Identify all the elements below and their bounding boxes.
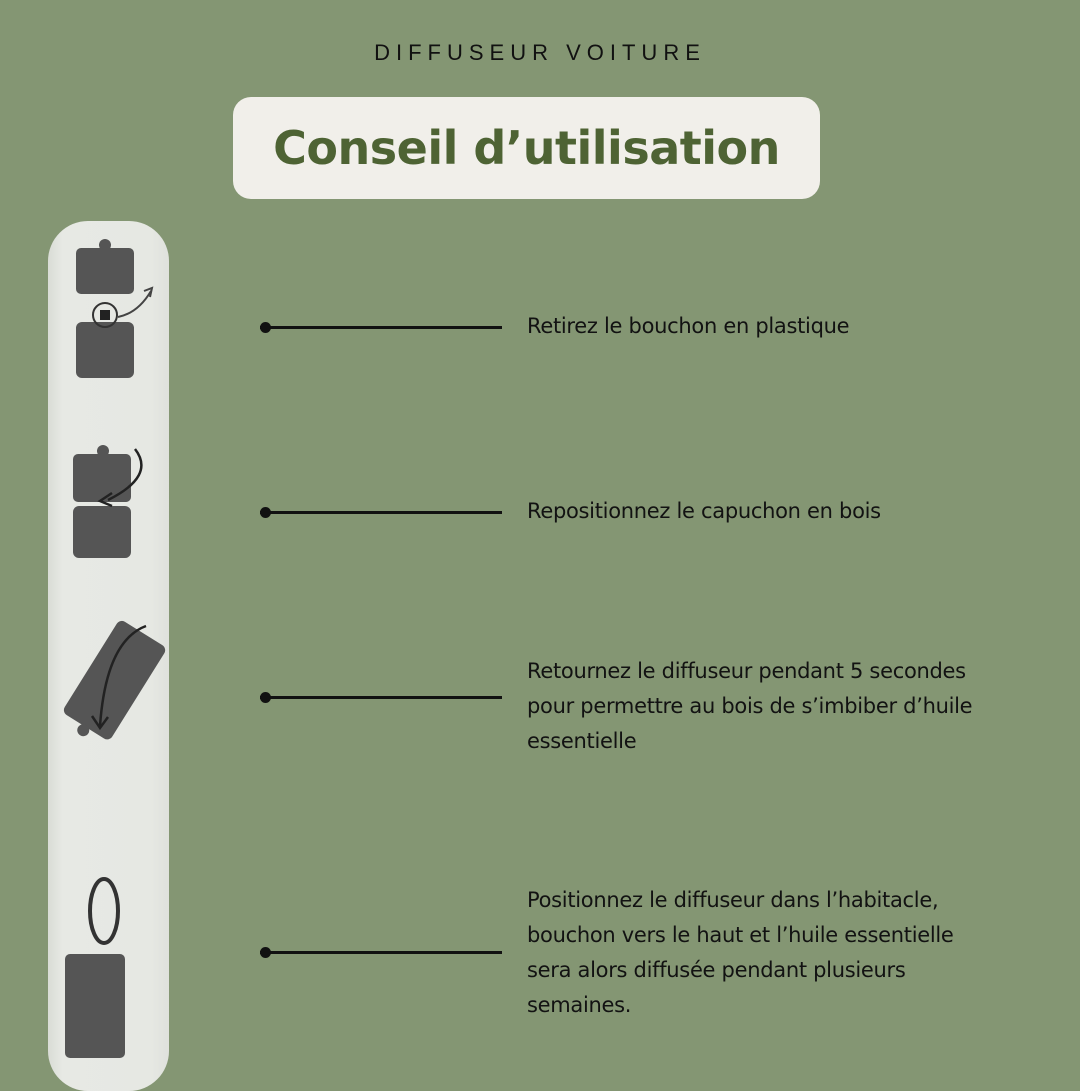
remove-plastic-cap-icon xyxy=(76,239,154,378)
step-text: Retournez le diffuseur pendant 5 seconde… xyxy=(527,659,973,753)
connector-line xyxy=(260,322,502,333)
bullet-dot xyxy=(260,322,271,333)
illustration-strip xyxy=(48,221,169,1091)
flip-diffuser-icon xyxy=(63,620,166,740)
connector-line xyxy=(260,692,502,703)
reposition-wooden-cap-icon xyxy=(73,445,143,558)
bullet-dot xyxy=(260,947,271,958)
bullet-dot xyxy=(260,692,271,703)
bullet-dot xyxy=(260,507,271,518)
title-banner: Conseil d’utilisation xyxy=(233,97,820,199)
hang-diffuser-icon xyxy=(65,877,125,1058)
connector-line xyxy=(260,947,502,958)
connector-line xyxy=(260,507,502,518)
step-text: Positionnez le diffuseur dans l’habitacl… xyxy=(527,888,954,1017)
page-title: Conseil d’utilisation xyxy=(273,121,780,175)
step-text: Retirez le bouchon en plastique xyxy=(527,314,850,338)
section-kicker: DIFFUSEUR VOITURE xyxy=(374,40,706,65)
step-text: Repositionnez le capuchon en bois xyxy=(527,499,881,523)
